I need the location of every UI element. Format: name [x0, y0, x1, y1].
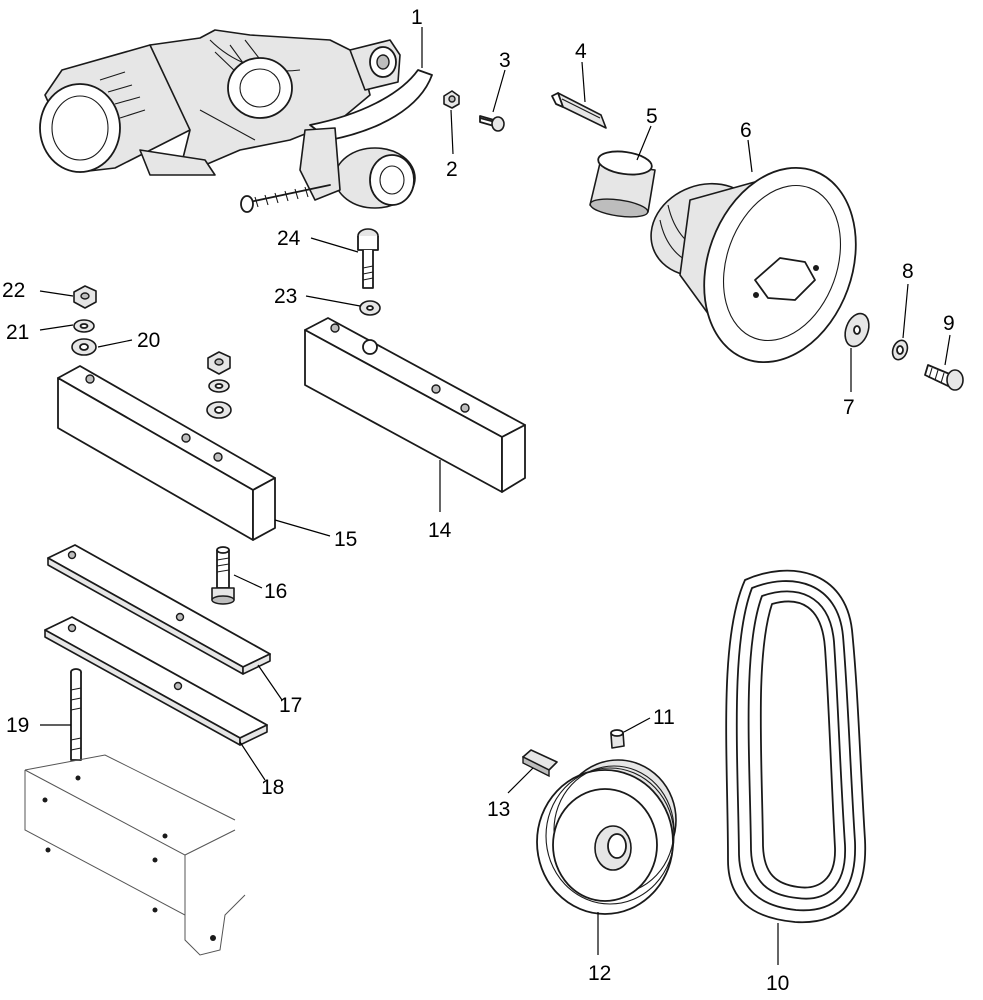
callout-24: 24 — [277, 227, 301, 250]
callout-17: 17 — [279, 694, 302, 717]
part-6-clutch-pulley — [650, 166, 857, 364]
callout-2: 2 — [446, 158, 458, 181]
callout-6: 6 — [740, 119, 752, 142]
leader-13 — [507, 767, 534, 794]
callout-13: 13 — [487, 798, 510, 821]
callout-3: 3 — [499, 49, 511, 72]
leader-16 — [233, 574, 263, 589]
base-frame — [24, 754, 246, 956]
part-12-drive-pulley — [536, 759, 677, 915]
callout-15: 15 — [334, 528, 357, 551]
part-22-nut — [73, 285, 97, 309]
callout-18: 18 — [261, 776, 284, 799]
callout-20: 20 — [137, 329, 160, 352]
part-18-plate — [44, 616, 268, 746]
nut-washer-stack — [206, 351, 232, 419]
part-11-set-screw — [610, 729, 625, 749]
leader-8 — [902, 283, 909, 339]
leader-4 — [581, 61, 586, 103]
callout-21: 21 — [6, 321, 29, 344]
part-3-screw — [479, 115, 505, 132]
callout-14: 14 — [428, 519, 452, 542]
callout-1: 1 — [411, 6, 423, 29]
part-7-washer — [844, 312, 870, 348]
part-14-block — [304, 317, 526, 493]
part-20-washer — [71, 338, 97, 356]
leader-18 — [239, 741, 266, 781]
callout-9: 9 — [943, 312, 955, 335]
callout-11: 11 — [653, 706, 675, 729]
part-10-belt — [725, 569, 867, 924]
leader-17 — [257, 664, 283, 701]
part-16-bolt — [211, 546, 235, 605]
part-8-lock-washer — [891, 339, 909, 361]
part-13-key — [522, 749, 558, 778]
leader-22 — [39, 290, 74, 297]
part-9-bolt — [924, 364, 964, 391]
callout-12: 12 — [588, 962, 611, 985]
leader-6 — [747, 139, 753, 173]
leader-lines — [39, 27, 951, 965]
callout-23: 23 — [274, 285, 297, 308]
part-2-small-nut — [443, 90, 460, 109]
leader-3 — [492, 69, 506, 113]
part-5-bushing — [589, 150, 656, 218]
leader-2 — [450, 109, 454, 155]
leader-9 — [944, 334, 951, 366]
leader-21 — [39, 324, 74, 331]
leader-11 — [623, 717, 651, 733]
callout-19: 19 — [6, 714, 29, 737]
part-15-block — [57, 365, 276, 541]
engine-assembly — [39, 29, 433, 213]
callout-4: 4 — [575, 40, 587, 63]
part-19-stud — [70, 668, 82, 761]
part-17-plate — [47, 544, 271, 675]
leader-20 — [97, 339, 133, 348]
leader-5 — [636, 125, 652, 161]
callout-22: 22 — [2, 279, 25, 302]
callout-8: 8 — [902, 260, 914, 283]
part-21-lock-washer — [73, 319, 95, 333]
part-24-bolt — [357, 228, 379, 289]
leader-23 — [305, 295, 361, 307]
part-23-washer — [359, 300, 381, 316]
leader-24 — [310, 237, 359, 253]
callout-16: 16 — [264, 580, 287, 603]
callout-7: 7 — [843, 396, 855, 419]
callout-labels: 1 2 3 4 5 6 7 8 9 10 11 12 13 14 15 16 1… — [2, 6, 955, 995]
callout-10: 10 — [766, 972, 789, 995]
callout-5: 5 — [646, 105, 658, 128]
part-4-key — [551, 92, 607, 129]
leader-15 — [274, 519, 331, 537]
